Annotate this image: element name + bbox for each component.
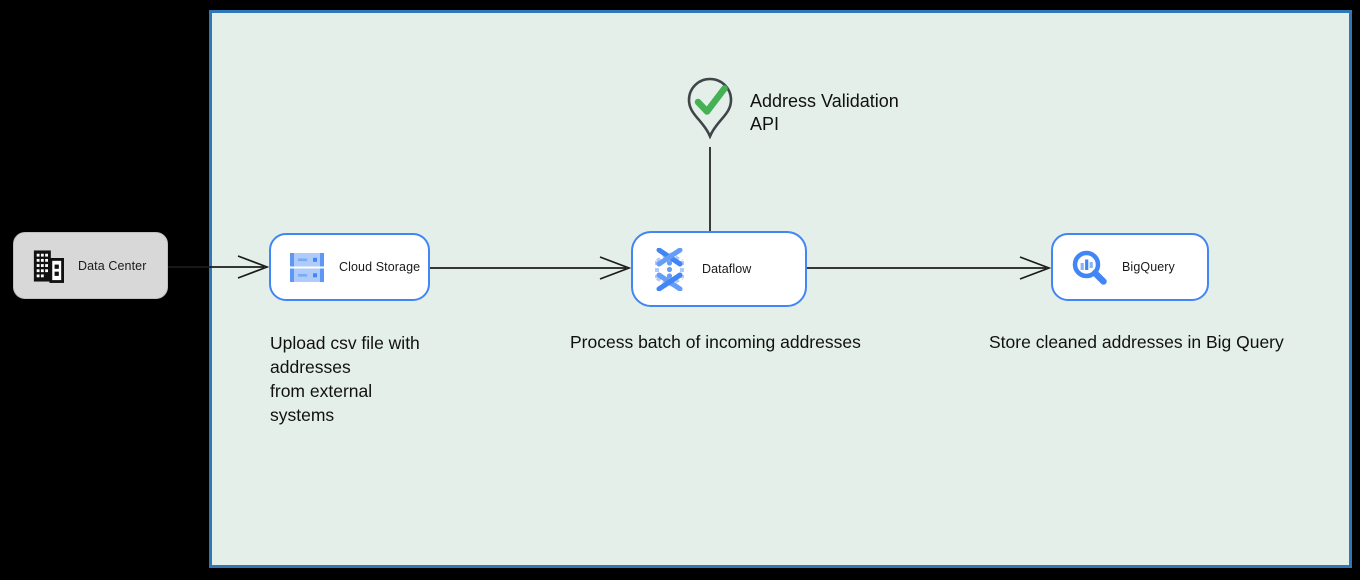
node-label: Data Center xyxy=(78,258,147,273)
building-icon xyxy=(32,248,64,284)
caption-store-cleaned: Store cleaned addresses in Big Query xyxy=(989,332,1284,352)
node-dataflow[interactable]: Dataflow xyxy=(631,231,807,307)
node-bigquery[interactable]: BigQuery xyxy=(1051,233,1209,301)
dataflow-icon xyxy=(651,247,688,291)
node-label: BigQuery xyxy=(1122,260,1175,274)
caption-upload-csv: Upload csv file with addresses from exte… xyxy=(270,333,420,425)
node-label: Dataflow xyxy=(702,262,752,276)
map-pin-check-icon xyxy=(686,76,734,140)
cloud-storage-icon xyxy=(289,252,325,283)
annotation-address-validation-api: Address Validation API xyxy=(750,91,899,134)
bigquery-icon xyxy=(1071,249,1108,286)
node-cloud-storage[interactable]: Cloud Storage xyxy=(269,233,430,301)
node-data-center[interactable]: Data Center xyxy=(13,232,168,299)
node-label: Cloud Storage xyxy=(339,260,421,274)
caption-process-batch: Process batch of incoming addresses xyxy=(570,332,861,352)
